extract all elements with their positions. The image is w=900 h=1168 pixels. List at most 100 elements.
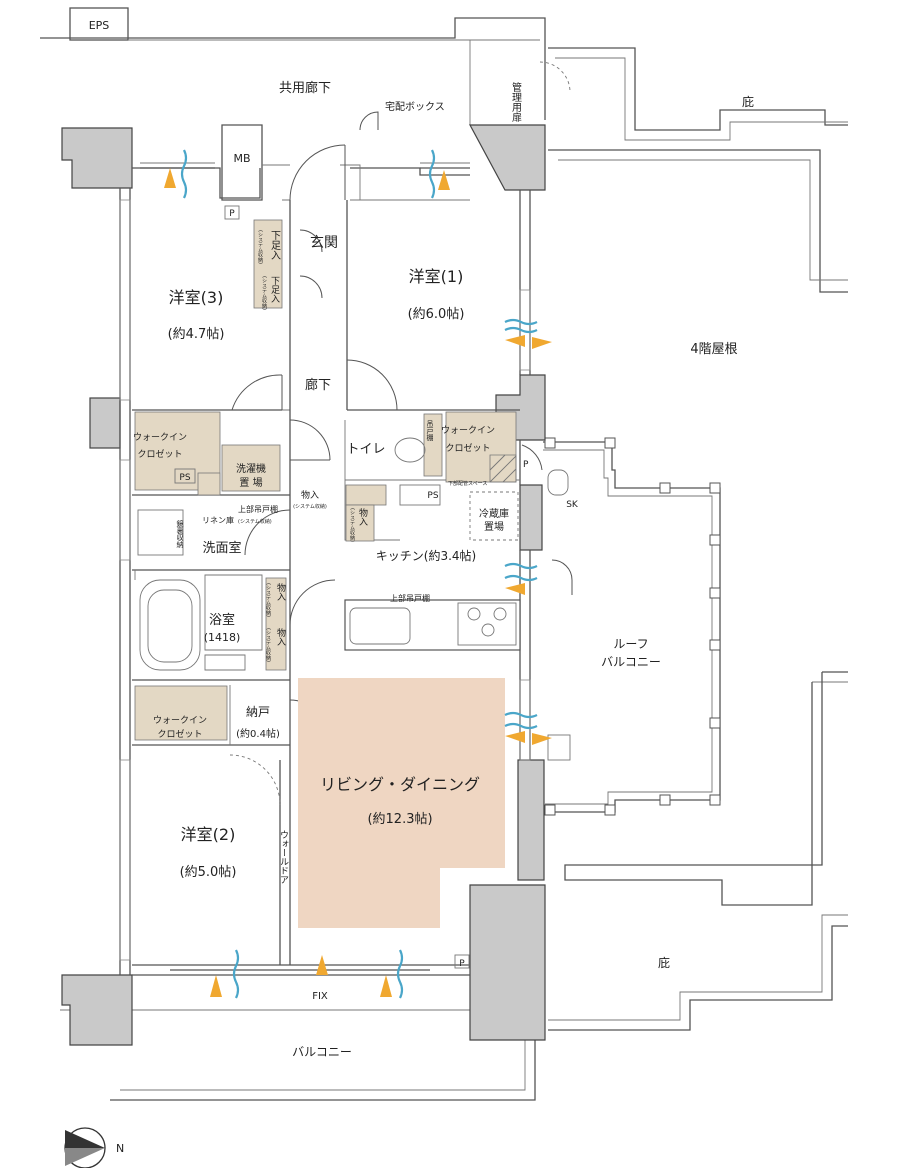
storage-a-label: 物入 xyxy=(301,489,319,501)
storage-d-sub: (システム収納) xyxy=(265,628,271,662)
windows xyxy=(119,162,531,971)
stove-icon xyxy=(457,602,517,646)
eaves-top-label: 庇 xyxy=(742,94,754,109)
storage-d-label: 物入 xyxy=(275,627,286,646)
shoe-storage xyxy=(253,219,283,309)
ventilation-markers xyxy=(164,149,552,999)
common-corridor-label: 共用廊下 xyxy=(279,80,331,96)
wash-basin-icon xyxy=(137,509,184,556)
eaves-bottom-label: 庇 xyxy=(658,955,670,970)
kitchen-counter xyxy=(344,599,521,651)
air-marker-top-right xyxy=(428,149,450,199)
storage-b-label: 物入 xyxy=(357,507,368,526)
storage-b xyxy=(345,504,375,542)
toilet-icon xyxy=(394,437,426,463)
shoe-storage-1-sub: (システム収納) xyxy=(257,230,263,264)
room1-size: (約6.0帖) xyxy=(408,307,465,322)
entrance-label: 玄関 xyxy=(310,234,338,251)
mirror-storage-label: 鏡裏収納 xyxy=(176,519,184,549)
air-marker-bottom-2 xyxy=(316,955,328,975)
entrance-door xyxy=(289,144,346,201)
wic2-line2: クロゼット xyxy=(157,728,202,740)
delivery-box-label: 宅配ボックス xyxy=(385,100,445,113)
mb-label: MB xyxy=(233,152,250,165)
wic3-line2: クロゼット xyxy=(137,448,182,460)
shoe-storage-2-label: 下足入 xyxy=(269,276,280,303)
p3-label: P xyxy=(459,959,465,969)
outer-context-lines xyxy=(40,7,848,1101)
eps-box xyxy=(69,7,129,41)
kitchen-label: キッチン(約3.4帖) xyxy=(376,548,476,563)
fridge-space xyxy=(469,491,519,541)
upper-cabinet-2-label: 上部吊戸棚 xyxy=(390,593,430,603)
shoe-storage-1-label: 下足入 xyxy=(269,230,281,260)
eps-label: EPS xyxy=(89,19,110,32)
bathtub-icon xyxy=(139,579,201,671)
storage-c-label: 物入 xyxy=(275,582,286,601)
wic2-line1: ウォークイン xyxy=(153,715,207,726)
sk-label: SK xyxy=(566,500,579,510)
exterior-walls xyxy=(61,124,546,1046)
room3-name: 洋室(3) xyxy=(169,288,224,307)
north-label: N xyxy=(116,1142,124,1155)
wic3-line1: ウォークイン xyxy=(133,432,187,443)
living-size: (約12.3帖) xyxy=(367,812,432,827)
air-marker-bottom-1 xyxy=(210,949,240,999)
roof-balcony-frame xyxy=(543,437,721,816)
walkin-closet-2 xyxy=(134,685,228,741)
room2-size: (約5.0帖) xyxy=(180,865,237,880)
fridge-line2: 置場 xyxy=(484,520,504,533)
ps2-label: PS xyxy=(427,491,438,501)
washer-space xyxy=(221,444,281,492)
roof-balcony-line1: ルーフ xyxy=(613,637,648,651)
wic1-line1: ウォークイン xyxy=(441,425,495,436)
bath-storage xyxy=(265,577,287,671)
closet-size: (約0.4帖) xyxy=(236,727,280,740)
shoe-storage-2-sub: (システム収納) xyxy=(261,276,267,310)
living-dining-area xyxy=(298,678,505,928)
north-compass: N xyxy=(64,1127,124,1168)
room1-name: 洋室(1) xyxy=(409,267,464,286)
p1-label: P xyxy=(229,209,235,219)
p2-label: P xyxy=(523,460,529,470)
wic1-line2: クロゼット xyxy=(445,442,490,454)
upper-cabinet-1-label: 上部吊戸棚 xyxy=(238,504,278,514)
sink-icon xyxy=(349,607,411,645)
fridge-line1: 冷蔵庫 xyxy=(479,507,509,520)
closet-label: 納戸 xyxy=(246,705,270,719)
storage-areas xyxy=(134,219,517,741)
washroom-label: 洗面室 xyxy=(202,540,241,556)
washer-line1: 洗濯機 xyxy=(236,462,266,475)
living-label: リビング・ダイニング xyxy=(320,775,480,794)
air-marker-room1 xyxy=(504,318,552,349)
wall-door-label: ウォールドア xyxy=(278,830,289,884)
room2-name: 洋室(2) xyxy=(181,825,236,844)
mb-box xyxy=(221,124,263,201)
air-marker-top-left xyxy=(164,149,188,199)
room3-size: (約4.7帖) xyxy=(168,327,225,342)
washer-line2: 置 場 xyxy=(239,476,262,489)
storage-b-sub: (システム収納) xyxy=(349,508,355,542)
bath-size: (1418) xyxy=(204,631,241,644)
toilet-label: トイレ xyxy=(346,442,385,457)
doors xyxy=(134,61,573,806)
walkin-closet-1 xyxy=(445,411,517,483)
storage-a xyxy=(345,484,387,506)
air-marker-bottom-3 xyxy=(380,949,404,999)
ps1-label: PS xyxy=(179,473,190,483)
air-marker-living xyxy=(504,711,552,745)
sk-icon xyxy=(547,469,569,496)
storage-c-sub: (システム収納) xyxy=(265,583,271,617)
underfloor-label: 下部配管スペース xyxy=(448,480,487,487)
balcony-label: バルコニー xyxy=(292,1045,352,1059)
bath-label: 浴室 xyxy=(209,612,235,628)
roof-balcony-line2: バルコニー xyxy=(601,655,661,669)
linen-label: リネン庫 xyxy=(202,515,234,525)
fix-label: FIX xyxy=(312,991,328,1002)
toilet-shelf-label: 吊戸棚 xyxy=(426,420,434,442)
roof-4f-label: 4階屋根 xyxy=(690,342,737,357)
air-marker-kitchen xyxy=(504,562,538,595)
service-door-label: 管理用扉 xyxy=(510,81,522,123)
hallway-label: 廊下 xyxy=(305,377,331,393)
